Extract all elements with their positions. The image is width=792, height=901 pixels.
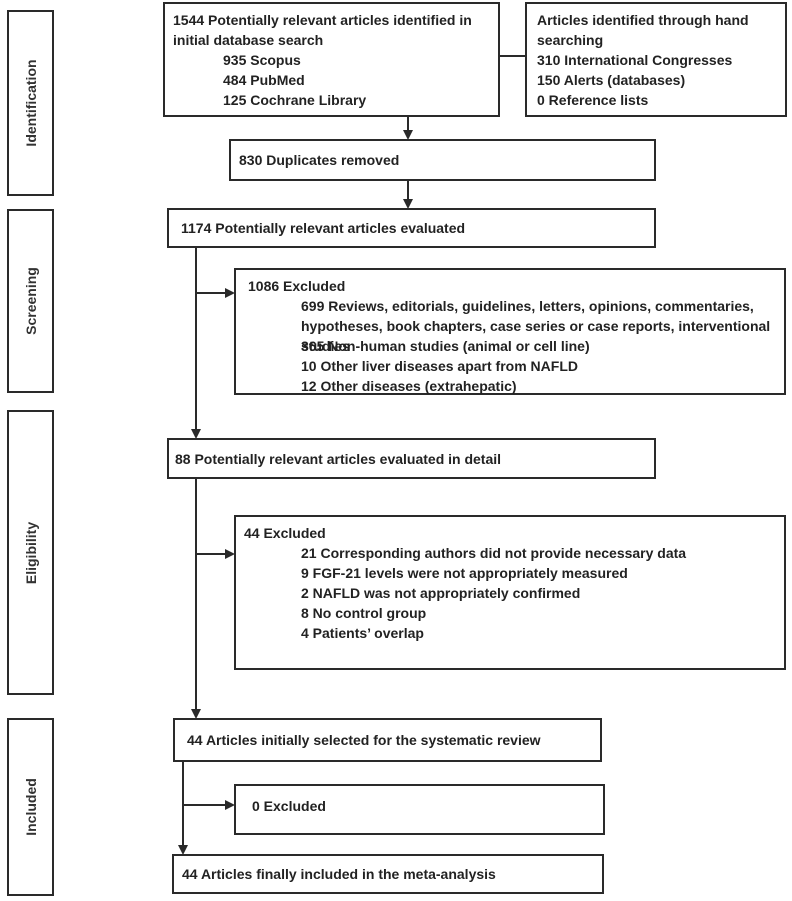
stage-eligibility: Eligibility bbox=[7, 410, 54, 695]
db-search-title: 1544 Potentially relevant articles ident… bbox=[173, 12, 472, 48]
db-search-item: 935 Scopus bbox=[223, 52, 301, 68]
excluded-1-item: 10 Other liver diseases apart from NAFLD bbox=[301, 358, 578, 374]
finally-included-text: 44 Articles finally included in the meta… bbox=[182, 866, 496, 882]
hand-search-box: Articles identified through hand searchi… bbox=[525, 2, 787, 117]
evaluated-detail-text: 88 Potentially relevant articles evaluat… bbox=[175, 451, 502, 467]
db-search-box: 1544 Potentially relevant articles ident… bbox=[163, 2, 500, 117]
excluded-3-box: 0 Excluded bbox=[234, 784, 605, 835]
stage-screening: Screening bbox=[7, 209, 54, 393]
excluded-2-item: 21 Corresponding authors did not provide… bbox=[301, 545, 687, 561]
excluded-1-item: 12 Other diseases (extrahepatic) bbox=[301, 378, 517, 394]
db-search-item: 125 Cochrane Library bbox=[223, 92, 367, 108]
evaluated-box: 1174 Potentially relevant articles evalu… bbox=[167, 208, 656, 248]
db-search-item: 484 PubMed bbox=[223, 72, 305, 88]
stage-identification: Identification bbox=[7, 10, 54, 196]
excluded-1-title: 1086 Excluded bbox=[248, 278, 346, 294]
excluded-1-item: 365 Non-human studies (animal or cell li… bbox=[301, 338, 590, 354]
hand-search-title: searching bbox=[537, 32, 604, 48]
duplicates-text: 830 Duplicates removed bbox=[239, 152, 400, 168]
hand-search-item: 0 Reference lists bbox=[537, 92, 649, 108]
finally-included-box: 44 Articles finally included in the meta… bbox=[172, 854, 604, 894]
hand-search-item: 150 Alerts (databases) bbox=[537, 72, 686, 88]
hand-search-title: Articles identified through hand bbox=[537, 12, 749, 28]
excluded-2-item: 9 FGF-21 levels were not appropriately m… bbox=[301, 565, 628, 581]
stage-included: Included bbox=[7, 718, 54, 896]
excluded-2-item: 2 NAFLD was not appropriately confirmed bbox=[301, 585, 581, 601]
excluded-1-item: 699 Reviews, editorials, guidelines, let… bbox=[301, 298, 771, 354]
hand-search-item: 310 International Congresses bbox=[537, 52, 733, 68]
evaluated-detail-box: 88 Potentially relevant articles evaluat… bbox=[167, 438, 656, 479]
excluded-2-box: 44 Excluded 21 Corresponding authors did… bbox=[234, 515, 786, 670]
initially-selected-text: 44 Articles initially selected for the s… bbox=[187, 732, 541, 748]
excluded-2-item: 4 Patients’ overlap bbox=[301, 625, 424, 641]
excluded-2-item: 8 No control group bbox=[301, 605, 427, 621]
excluded-3-text: 0 Excluded bbox=[252, 798, 326, 814]
initially-selected-box: 44 Articles initially selected for the s… bbox=[173, 718, 602, 762]
excluded-2-title: 44 Excluded bbox=[244, 525, 326, 541]
excluded-1-box: 1086 Excluded 699 Reviews, editorials, g… bbox=[234, 268, 786, 395]
duplicates-box: 830 Duplicates removed bbox=[229, 139, 656, 181]
evaluated-text: 1174 Potentially relevant articles evalu… bbox=[181, 220, 466, 236]
